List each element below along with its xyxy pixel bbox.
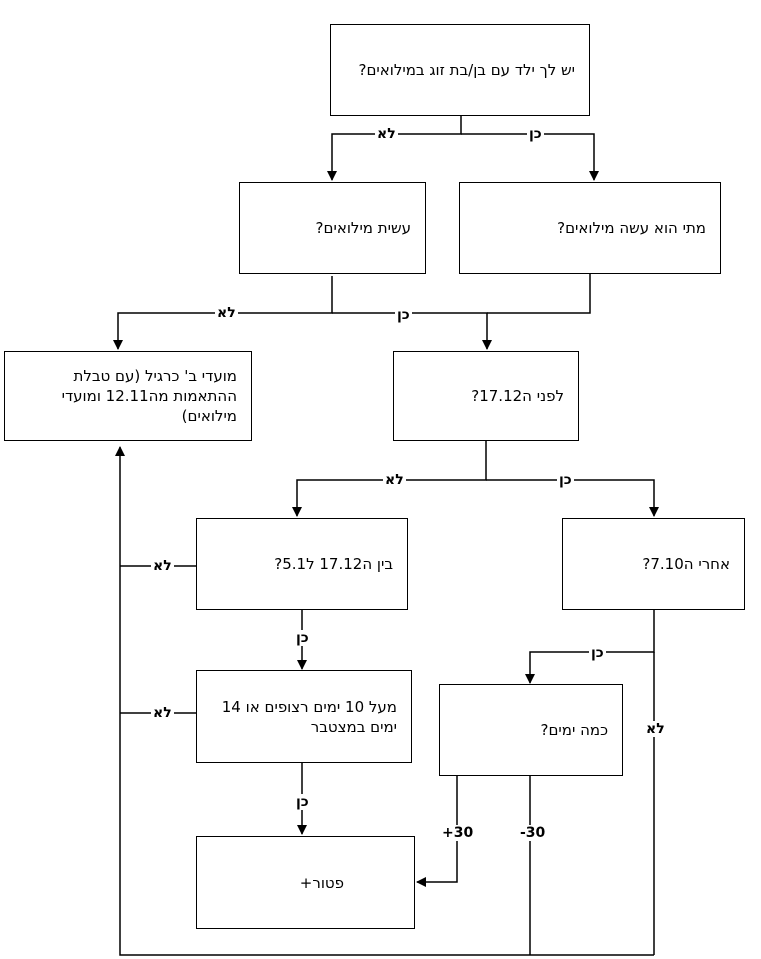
edge-label-q1-yes: כן [527, 126, 544, 142]
question-days-threshold-text: מעל 10 ימים רצופים או 14 ימים במצטבר [221, 697, 397, 736]
question-how-many-days-text: כמה ימים? [540, 721, 609, 739]
question-days-threshold: מעל 10 ימים רצופים או 14 ימים במצטבר [196, 670, 412, 763]
question-partner-when-text: מתי הוא עשה מילואים? [557, 219, 706, 237]
edge-label-served-yes: כן [395, 307, 412, 323]
question-between-dates: בין ה17.12 ל5.1? [196, 518, 408, 610]
edge-label-plus30: +30 [440, 825, 476, 841]
edge-label-q1-no: לא [375, 126, 398, 142]
question-you-served-text: עשית מילואים? [315, 219, 411, 237]
question-how-many-days: כמה ימים? [439, 684, 623, 776]
edge-bottom-return [115, 446, 654, 956]
edge-label-days10-no: לא [151, 705, 174, 721]
edge-partner-when [487, 272, 591, 314]
question-before-1712: לפני ה17.12? [393, 351, 579, 441]
question-partner-when: מתי הוא עשה מילואים? [459, 182, 721, 274]
edge-label-served-no: לא [215, 305, 238, 321]
edge-label-minus30: -30 [518, 825, 548, 841]
result-exempt-text: פטור+ [299, 873, 344, 892]
question-between-dates-text: בין ה17.12 ל5.1? [274, 555, 393, 573]
edge-before-yes [486, 479, 659, 517]
edge-label-before-no: לא [383, 472, 406, 488]
edge-q1-yes [461, 133, 599, 181]
result-regular-dates: מועדי ב' כרגיל (עם טבלת ההתאמות מה12.11 … [4, 351, 252, 441]
question-before-1712-text: לפני ה17.12? [471, 387, 564, 405]
edge-label-after-no: לא [644, 721, 667, 737]
result-regular-dates-text: מועדי ב' כרגיל (עם טבלת ההתאמות מה12.11 … [61, 367, 237, 425]
question-you-served: עשית מילואים? [239, 182, 426, 274]
question-child-partner-reserve-text: יש לך ילד עם בן/בת זוג במילואים? [358, 61, 575, 79]
result-exempt: פטור+ [196, 836, 415, 929]
edge-plus30 [416, 776, 458, 887]
question-child-partner-reserve: יש לך ילד עם בן/בת זוג במילואים? [330, 24, 590, 116]
question-after-710: אחרי ה7.10? [562, 518, 745, 610]
edge-label-between-no: לא [151, 558, 174, 574]
edge-label-after-yes: כן [589, 645, 606, 661]
edge-label-days10-yes: כן [294, 794, 311, 810]
edge-label-before-yes: כן [557, 472, 574, 488]
edge-label-between-yes: כן [294, 630, 311, 646]
question-after-710-text: אחרי ה7.10? [642, 555, 730, 573]
